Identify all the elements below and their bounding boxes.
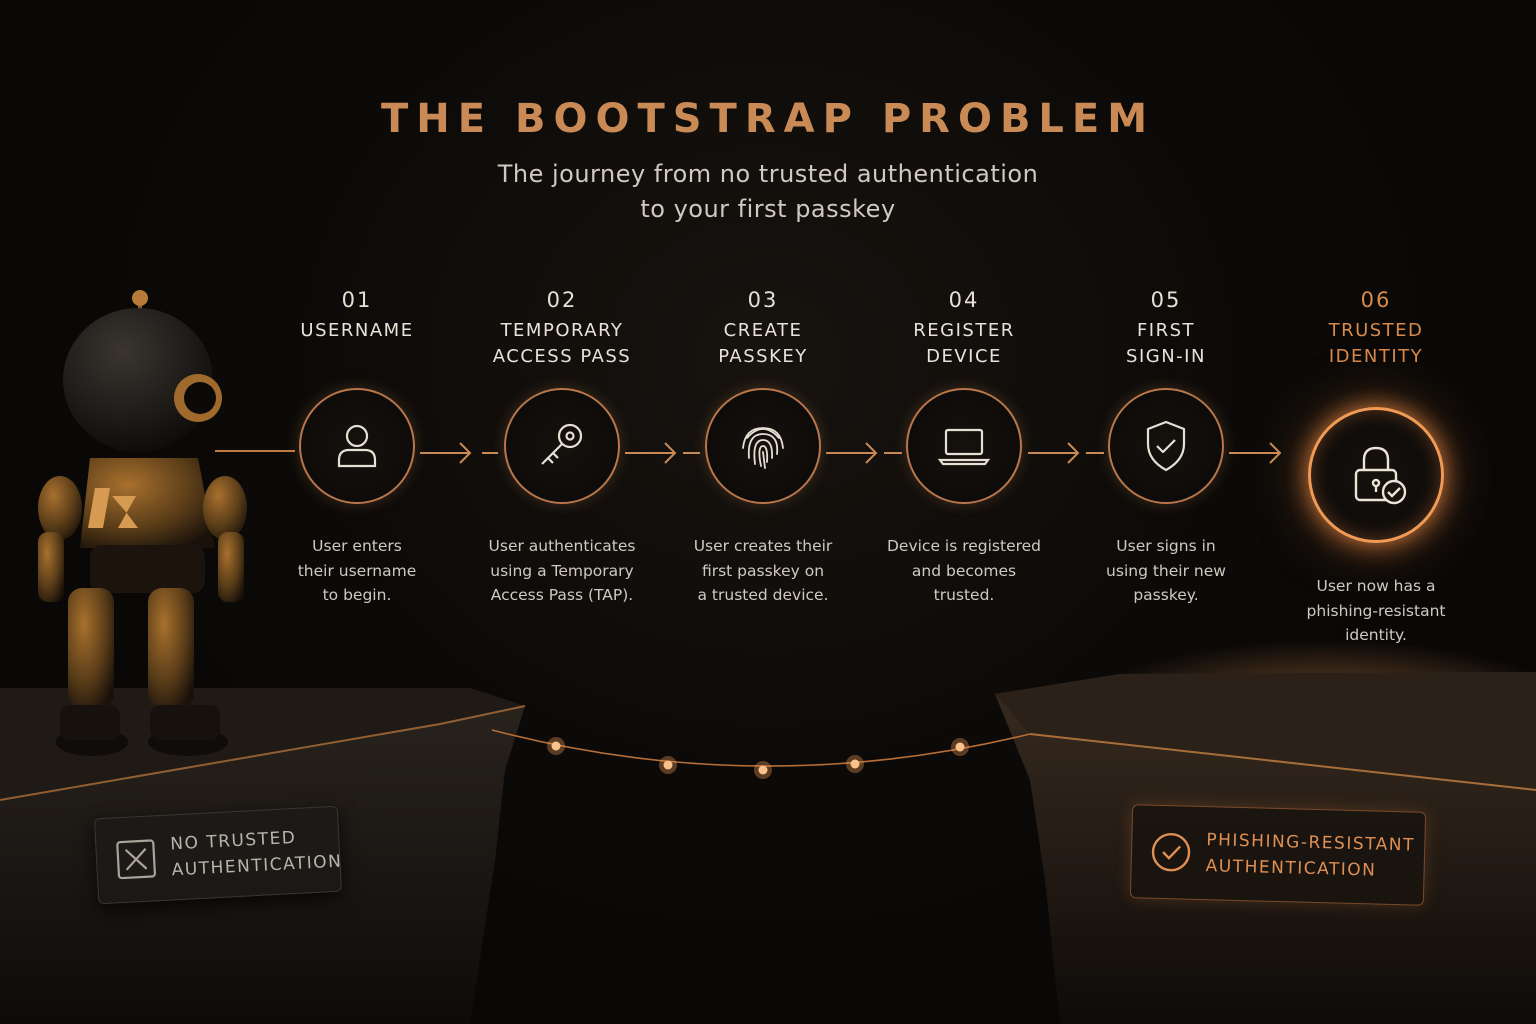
step-description: User creates their first passkey on a tr… <box>658 534 868 608</box>
step-number: 04 <box>948 288 980 312</box>
step-label-line: CREATE <box>723 320 803 341</box>
desc-line: Access Pass (TAP). <box>490 586 634 604</box>
step-first-sign-in: 05 FIRST SIGN-IN User signs in using the… <box>1061 284 1271 604</box>
step-label-line: USERNAME <box>300 320 414 341</box>
right-cliff-edge <box>1029 733 1536 791</box>
light-bulbs <box>551 741 965 775</box>
step-label-line: FIRST <box>1136 320 1196 341</box>
subtitle-line: The journey from no trusted authenticati… <box>497 160 1039 188</box>
laptop-icon <box>937 428 991 466</box>
step-number: 02 <box>546 288 578 312</box>
step-temporary-access-pass: 02 TEMPORARY ACCESS PASS User authentica… <box>457 284 667 604</box>
desc-line: identity. <box>1345 626 1407 644</box>
badge-text: PHISHING-RESISTANT AUTHENTICATION <box>1205 827 1415 884</box>
step-description: User now has a phishing-resistant identi… <box>1271 574 1481 648</box>
page-subtitle: The journey from no trusted authenticati… <box>0 157 1536 227</box>
step-label: FIRST SIGN-IN <box>1061 318 1271 374</box>
check-circle-icon <box>1151 832 1191 872</box>
step-label-line: DEVICE <box>926 346 1002 367</box>
step-label: TEMPORARY ACCESS PASS <box>457 318 667 374</box>
step-label-line: TEMPORARY <box>500 320 624 341</box>
step-label-line: ACCESS PASS <box>492 346 632 367</box>
light-string <box>491 729 1031 767</box>
desc-line: Device is registered <box>886 537 1042 555</box>
x-box-icon <box>116 839 156 880</box>
flow-arrows <box>420 442 1282 464</box>
step-description: Device is registered and becomes trusted… <box>859 534 1069 608</box>
desc-line: to begin. <box>322 586 392 604</box>
robot-mascot <box>38 290 247 756</box>
desc-line: first passkey on <box>701 561 825 580</box>
no-trusted-auth-badge: NO TRUSTED AUTHENTICATION <box>93 805 343 905</box>
lock-check-icon <box>1354 446 1407 505</box>
step-create-passkey: 03 CREATE PASSKEY User creates their fir… <box>658 284 868 604</box>
step-username: 01 USERNAME User enters their username t… <box>252 284 462 604</box>
step-circle <box>299 388 415 504</box>
page-title: THE BOOTSTRAP PROBLEM <box>380 96 1156 142</box>
phishing-resistant-badge: PHISHING-RESISTANT AUTHENTICATION <box>1129 804 1427 906</box>
step-label: USERNAME <box>252 318 462 374</box>
step-circle <box>906 388 1022 504</box>
step-trusted-identity: 06 TRUSTED IDENTITY User now has a phish… <box>1271 284 1481 644</box>
desc-line: using a Temporary <box>490 561 634 580</box>
subtitle-line: to your first passkey <box>640 195 896 223</box>
step-label-line: IDENTITY <box>1328 346 1424 367</box>
badge-line: AUTHENTICATION <box>1205 856 1377 881</box>
desc-line: passkey. <box>1133 586 1199 604</box>
step-description: User signs in using their new passkey. <box>1061 534 1271 608</box>
step-number: 01 <box>341 288 373 312</box>
step-circle <box>1108 388 1224 504</box>
desc-line: User creates their <box>693 537 833 555</box>
desc-line: User authenticates <box>488 537 636 555</box>
desc-line: trusted. <box>933 586 995 604</box>
desc-line: a trusted device. <box>697 586 829 604</box>
step-register-device: 04 REGISTER DEVICE Device is registered … <box>859 284 1069 604</box>
left-cliff-top <box>0 688 525 800</box>
desc-line: User signs in <box>1116 537 1216 555</box>
step-number: 06 <box>1360 288 1392 312</box>
fingerprint-icon <box>742 427 784 469</box>
step-circle <box>504 388 620 504</box>
desc-line: their username <box>297 561 417 580</box>
desc-line: phishing-resistant <box>1306 601 1446 620</box>
step-label-line: SIGN-IN <box>1126 346 1206 367</box>
step-label-line: PASSKEY <box>718 346 808 367</box>
step-label-line: REGISTER <box>913 320 1015 341</box>
step-circle <box>1308 407 1444 543</box>
desc-line: and becomes <box>911 561 1017 580</box>
user-icon <box>337 424 377 468</box>
desc-line: User enters <box>312 537 402 555</box>
left-cliff-edge <box>0 705 526 801</box>
step-circle <box>705 388 821 504</box>
step-label: TRUSTED IDENTITY <box>1271 318 1481 374</box>
step-description: User authenticates using a Temporary Acc… <box>457 534 667 608</box>
step-label-line: TRUSTED <box>1328 320 1424 341</box>
step-label: CREATE PASSKEY <box>658 318 868 374</box>
right-cliff-top <box>995 672 1536 790</box>
shield-check-icon <box>1146 420 1186 472</box>
step-number: 03 <box>747 288 779 312</box>
desc-line: using their new <box>1106 561 1226 580</box>
desc-line: User now has a <box>1316 577 1436 595</box>
step-description: User enters their username to begin. <box>252 534 462 608</box>
badge-text: NO TRUSTED AUTHENTICATION <box>170 823 343 884</box>
key-icon <box>541 423 583 465</box>
step-label: REGISTER DEVICE <box>859 318 1069 374</box>
step-number: 05 <box>1150 288 1182 312</box>
